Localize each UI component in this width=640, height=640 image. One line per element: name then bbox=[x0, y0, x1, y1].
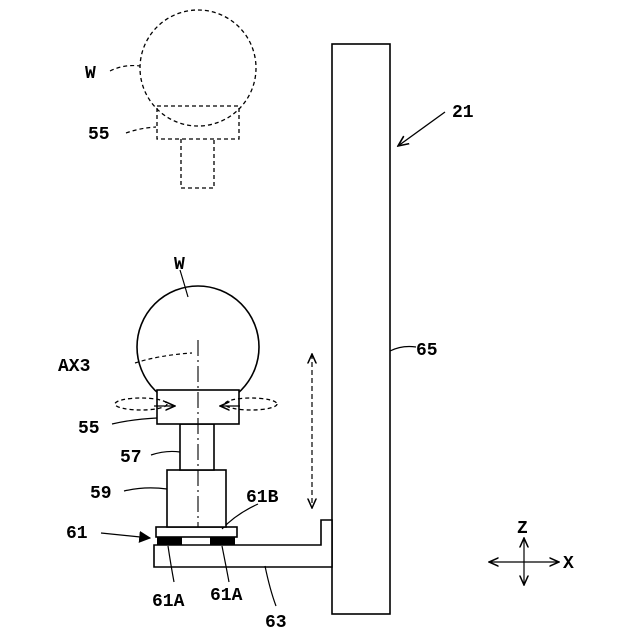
label-61b: 61B bbox=[246, 488, 279, 508]
axis-indicator: Z X bbox=[489, 519, 574, 585]
arrow-21 bbox=[398, 112, 445, 146]
label-55: 55 bbox=[78, 419, 100, 439]
leader-w-top bbox=[110, 66, 140, 71]
phantom-shaft bbox=[181, 139, 214, 188]
label-w: W bbox=[174, 255, 185, 275]
plate-61 bbox=[156, 527, 237, 537]
body-59 bbox=[167, 470, 226, 527]
pad-61a-left bbox=[157, 537, 182, 545]
leader-65 bbox=[390, 347, 416, 352]
pad-61a-right bbox=[210, 537, 235, 545]
label-x: X bbox=[563, 554, 574, 574]
column-65 bbox=[332, 44, 390, 614]
leader-59 bbox=[124, 488, 167, 491]
shaft-57 bbox=[180, 424, 214, 470]
label-ax3: AX3 bbox=[58, 357, 90, 377]
leader-55-top bbox=[126, 127, 156, 133]
phantom-holder-55 bbox=[157, 106, 239, 139]
label-63: 63 bbox=[265, 613, 287, 633]
label-61: 61 bbox=[66, 524, 88, 544]
label-57: 57 bbox=[120, 448, 142, 468]
label-59: 59 bbox=[90, 484, 112, 504]
label-w-top: W bbox=[85, 64, 96, 84]
leader-63 bbox=[265, 566, 276, 606]
leader-55 bbox=[112, 418, 157, 424]
label-61a-right: 61A bbox=[210, 586, 243, 606]
label-61a-left: 61A bbox=[152, 592, 185, 612]
phantom-workpiece-group: W 55 bbox=[85, 10, 256, 188]
label-55-top: 55 bbox=[88, 125, 110, 145]
arrow-61 bbox=[101, 533, 150, 538]
label-65: 65 bbox=[416, 341, 438, 361]
label-21: 21 bbox=[452, 103, 474, 123]
leader-57 bbox=[151, 451, 180, 455]
label-z: Z bbox=[517, 519, 528, 539]
